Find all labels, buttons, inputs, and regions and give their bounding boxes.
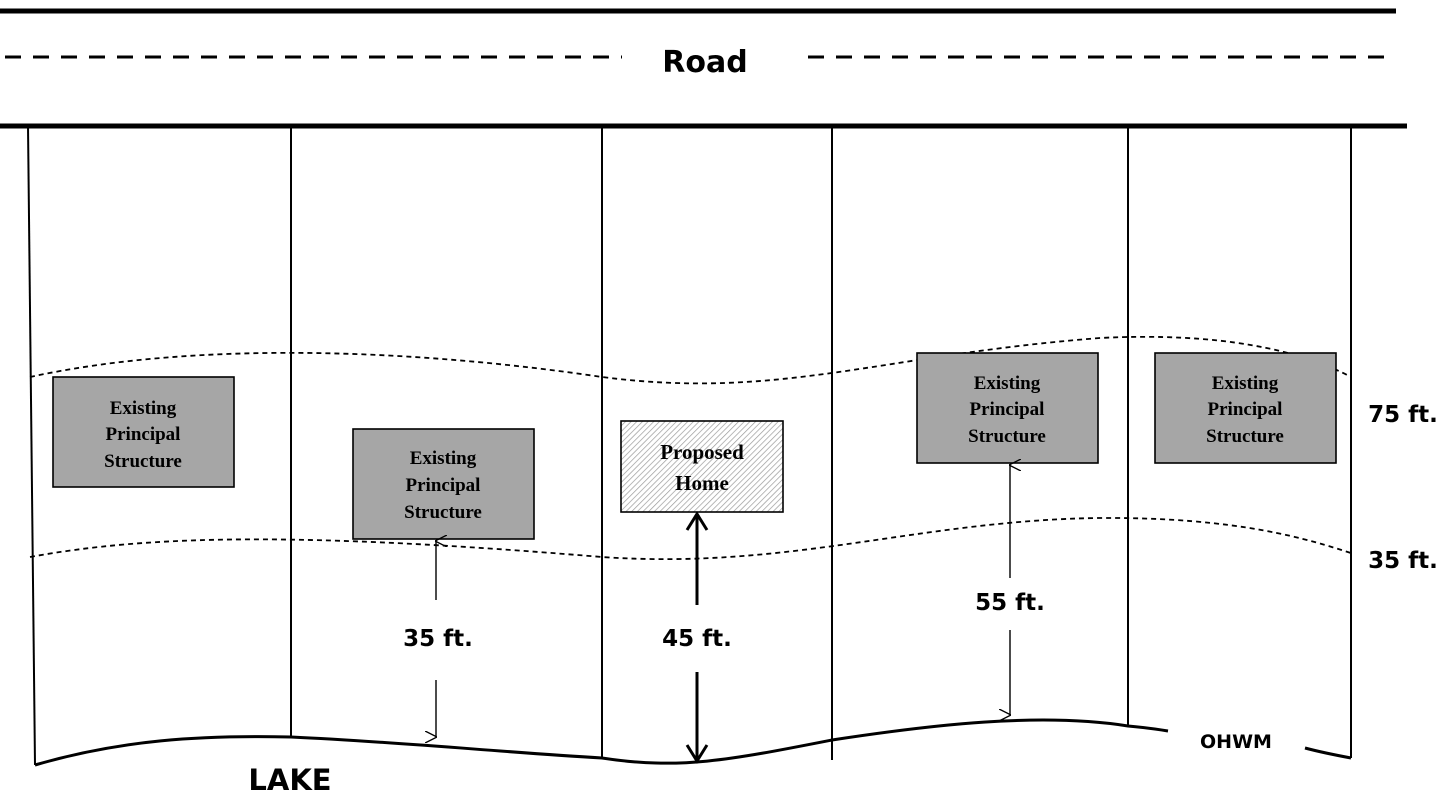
shoreline-ohwm	[34, 718, 1169, 767]
lot-line	[27, 125, 36, 766]
svg-text:Home: Home	[675, 471, 729, 495]
shoreline-ohwm-end	[1304, 746, 1352, 760]
svg-text:Existing: Existing	[974, 373, 1041, 394]
distance-label: 35 ft.	[403, 626, 473, 652]
svg-text:Structure: Structure	[404, 502, 482, 523]
setback-label-35ft: 35 ft.	[1368, 548, 1438, 574]
arrowhead-icon	[685, 744, 709, 764]
distance-label: 55 ft.	[975, 590, 1045, 616]
road-label: Road	[662, 45, 747, 80]
svg-text:Existing: Existing	[410, 448, 477, 469]
svg-text:Existing: Existing	[1212, 373, 1279, 394]
svg-text:Structure: Structure	[968, 426, 1046, 447]
setback-line-75ft	[29, 335, 1352, 385]
ohwm-label: OHWM	[1200, 731, 1272, 753]
svg-text:Principal: Principal	[1208, 399, 1283, 420]
setback-label-75ft: 75 ft.	[1368, 402, 1438, 428]
arrowhead-icon	[685, 511, 709, 531]
lake-label: LAKE	[248, 763, 331, 796]
existing-structure: Existing Principal Structure	[52, 376, 235, 488]
svg-text:Principal: Principal	[106, 424, 181, 445]
svg-text:Existing: Existing	[110, 398, 177, 419]
svg-text:Structure: Structure	[1206, 426, 1284, 447]
svg-text:Principal: Principal	[970, 399, 1045, 420]
svg-text:Structure: Structure	[104, 451, 182, 472]
existing-structure: Existing Principal Structure	[1154, 352, 1337, 464]
svg-text:Proposed: Proposed	[660, 440, 744, 464]
existing-structure: Existing Principal Structure	[352, 428, 535, 540]
svg-text:Principal: Principal	[406, 475, 481, 496]
existing-structure: Existing Principal Structure	[916, 352, 1099, 464]
setback-line-35ft	[29, 517, 1352, 561]
proposed-home: Proposed Home	[620, 420, 784, 513]
distance-label: 45 ft.	[662, 626, 732, 652]
